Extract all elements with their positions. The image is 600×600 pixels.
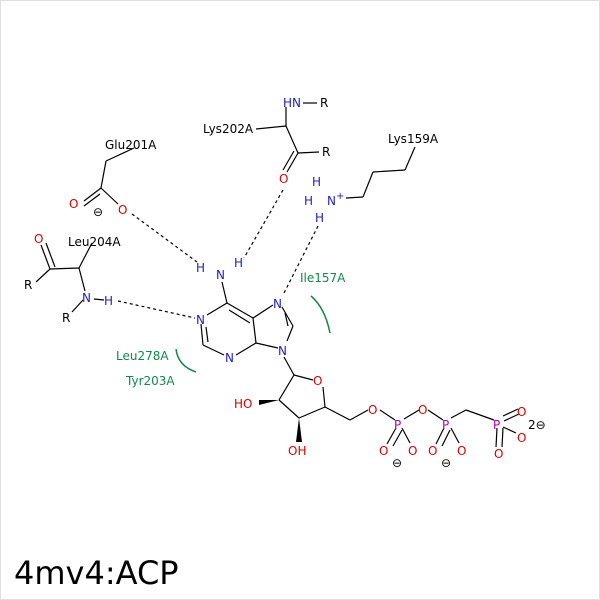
hydrophobic-arc-ile157 (310, 295, 331, 334)
glu201-charge: ⊖ (93, 205, 103, 219)
phosphate-chain (379, 408, 520, 448)
amine-nitrogen: N (216, 268, 225, 282)
lys159-nitrogen: N (327, 194, 336, 208)
leu204-r-1: R (24, 278, 32, 292)
lys159-h-2: H (304, 194, 313, 208)
lys159-h-1: H (312, 175, 321, 189)
adenine-ring (200, 281, 294, 356)
gamma-oxygen-2: O (517, 431, 526, 445)
amine-h-2: H (234, 256, 243, 270)
ribose-oxygen: O (313, 374, 322, 388)
phosphorus-beta: P (442, 418, 449, 432)
lys202-label: Lys202A (203, 122, 254, 136)
beta-charge: ⊖ (441, 456, 451, 470)
n3-nitrogen: N (225, 351, 234, 365)
leu204-r-2: R (62, 311, 70, 325)
hydroxyl-2: HO (234, 397, 252, 411)
leu204-label: Leu204A (68, 235, 121, 249)
n9-nitrogen: N (278, 344, 287, 358)
caption: 4mv4:ACP (14, 554, 179, 592)
n1-nitrogen: N (196, 313, 205, 327)
alpha-oxygen-2: O (408, 444, 417, 458)
leu204-nitrogen: N (82, 291, 91, 305)
lys202-r-1: R (320, 96, 328, 110)
beta-oxygen-2: O (457, 444, 466, 458)
lys159-h-3: H (315, 211, 324, 225)
hbond-lys202-n6 (243, 189, 284, 259)
lys159-sidechain (345, 146, 416, 199)
alpha-charge: ⊖ (392, 456, 402, 470)
alpha-oxygen-1: O (379, 444, 388, 458)
hbond-lys159-n7 (282, 225, 319, 296)
lys202-oxygen: O (279, 172, 288, 186)
bridge-oxygen-1: O (368, 403, 377, 417)
gamma-charge: 2⊖ (528, 418, 546, 432)
bridge-oxygen-2: O (418, 403, 427, 417)
phosphorus-alpha: P (394, 418, 401, 432)
lys202-nh: HN (283, 96, 301, 110)
glu201-label: Glu201A (105, 138, 157, 152)
lys202-r-2: R (322, 145, 330, 159)
gamma-oxygen-1: O (517, 405, 526, 419)
lys159-label: Lys159A (388, 132, 439, 146)
leu204-oxygen: O (34, 232, 43, 246)
glu201-oxygen-1: O (69, 197, 78, 211)
tyr203-label: Tyr203A (125, 374, 175, 388)
n7-nitrogen: N (273, 297, 282, 311)
lys202-backbone (255, 102, 320, 173)
beta-oxygen-1: O (428, 444, 437, 458)
gamma-oxygen-3: O (494, 447, 503, 461)
ribose-ring (259, 356, 369, 442)
hbond-glu201-n6 (131, 213, 198, 263)
amine-h-1: H (196, 261, 205, 275)
leu278-label: Leu278A (116, 349, 169, 363)
leu204-backbone (35, 242, 105, 313)
ile157-label: Ile157A (300, 271, 346, 285)
glu201-sidechain (83, 147, 135, 207)
glu201-oxygen-2: O (118, 203, 127, 217)
hbond-leu204-n1 (117, 300, 196, 319)
phosphorus-gamma: P (493, 418, 500, 432)
hydroxyl-3: OH (288, 444, 306, 458)
lys159-charge: + (336, 191, 344, 202)
hydrophobic-arc-leu278 (175, 348, 197, 373)
leu204-h: H (104, 294, 113, 308)
